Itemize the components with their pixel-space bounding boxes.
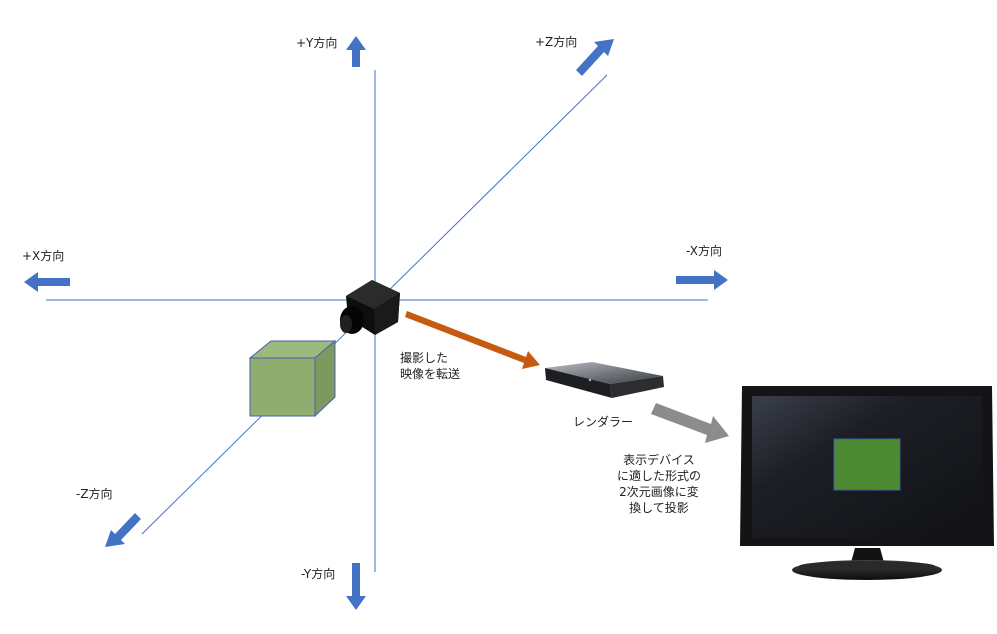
camera-icon bbox=[340, 280, 400, 335]
minus-z-arrow bbox=[105, 513, 141, 547]
plus-x-label: +X方向 bbox=[22, 249, 65, 263]
renderer-box-icon bbox=[545, 362, 664, 398]
minus-x-arrow bbox=[676, 270, 728, 290]
cube-object bbox=[248, 339, 337, 418]
project-arrow bbox=[651, 403, 729, 443]
project-label: 表示デバイス に適した形式の 2次元画像に変 換して投影 bbox=[616, 453, 701, 515]
plus-z-arrow bbox=[576, 39, 614, 76]
transfer-label: 撮影した 映像を転送 bbox=[400, 351, 461, 381]
minus-y-arrow bbox=[346, 563, 366, 610]
transfer-arrow bbox=[405, 311, 540, 369]
monitor-icon bbox=[740, 386, 994, 580]
minus-x-label: -X方向 bbox=[686, 244, 722, 258]
renderer-label: レンダラー bbox=[573, 415, 634, 429]
plus-x-arrow bbox=[24, 272, 70, 292]
minus-y-label: -Y方向 bbox=[301, 567, 336, 581]
screen-object bbox=[833, 438, 901, 491]
plus-y-label: +Y方向 bbox=[296, 36, 338, 50]
plus-z-label: +Z方向 bbox=[535, 35, 578, 49]
minus-z-label: -Z方向 bbox=[76, 487, 113, 501]
plus-y-arrow bbox=[346, 36, 366, 67]
